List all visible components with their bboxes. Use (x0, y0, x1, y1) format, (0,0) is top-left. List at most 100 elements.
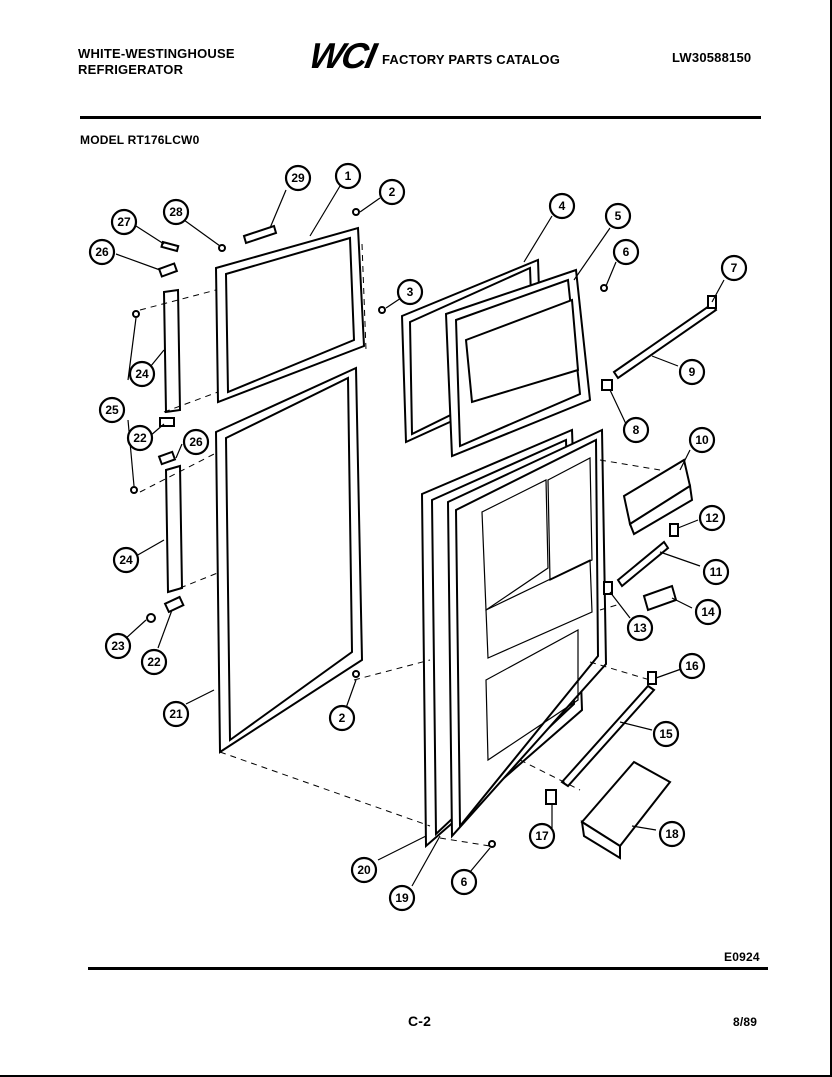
svg-text:19: 19 (395, 891, 409, 905)
callout-24b: 24 (112, 546, 140, 574)
svg-text:1: 1 (345, 169, 352, 183)
svg-text:23: 23 (111, 639, 125, 653)
callout-25: 25 (98, 396, 126, 424)
fresh-food-door-gasket (214, 366, 364, 754)
svg-text:27: 27 (117, 215, 131, 229)
page-number: C-2 (408, 1013, 432, 1029)
callout-23: 23 (104, 632, 132, 660)
svg-text:2: 2 (389, 185, 396, 199)
svg-text:13: 13 (633, 621, 647, 635)
callout-24: 24 (128, 360, 156, 388)
door-bin (580, 760, 672, 860)
figure-code: E0924 (724, 950, 760, 964)
shelf-rod-middle (616, 540, 670, 588)
callout-18: 18 (658, 820, 686, 848)
trim-strip-upper (162, 288, 182, 414)
svg-text:20: 20 (357, 863, 371, 877)
callout-2: 2 (378, 178, 406, 206)
freezer-door-gasket (214, 226, 366, 404)
fresh-food-door-liner (446, 428, 608, 839)
clip-12 (669, 523, 679, 537)
callout-15: 15 (652, 720, 680, 748)
svg-text:9: 9 (689, 365, 696, 379)
callout-8: 8 (622, 416, 650, 444)
shelf-rod-lower (560, 684, 656, 788)
dairy-cover (622, 458, 694, 536)
svg-text:21: 21 (169, 707, 183, 721)
callout-26b: 26 (182, 428, 210, 456)
model-label: MODEL RT176LCW0 (80, 133, 200, 147)
callout-6: 6 (612, 238, 640, 266)
svg-text:3: 3 (407, 285, 414, 299)
svg-text:26: 26 (189, 435, 203, 449)
svg-text:12: 12 (705, 511, 719, 525)
callout-1: 1 (334, 162, 362, 190)
svg-text:29: 29 (291, 171, 305, 185)
callout-2b: 2 (328, 704, 356, 732)
svg-text:22: 22 (147, 655, 161, 669)
brand-name: WHITE-WESTINGHOUSE (78, 46, 235, 61)
callout-10: 10 (688, 426, 716, 454)
small-hardware (130, 208, 608, 848)
callout-14: 14 (694, 598, 722, 626)
callout-28: 28 (162, 198, 190, 226)
svg-text:10: 10 (695, 433, 709, 447)
svg-text:6: 6 (461, 875, 468, 889)
shelf-retainer (642, 584, 678, 612)
svg-text:2: 2 (339, 711, 346, 725)
callout-22: 22 (126, 424, 154, 452)
svg-text:11: 11 (710, 565, 723, 579)
footer-rule (88, 967, 768, 970)
svg-text:18: 18 (665, 827, 679, 841)
freezer-door-liner (444, 268, 592, 458)
callout-11: 11 (702, 558, 730, 586)
callout-6b: 6 (450, 868, 478, 896)
svg-text:16: 16 (685, 659, 699, 673)
callout-7: 7 (720, 254, 748, 282)
header-rule (80, 116, 761, 119)
svg-text:8: 8 (633, 423, 640, 437)
clip-16 (647, 671, 657, 685)
svg-text:28: 28 (169, 205, 183, 219)
callout-4: 4 (548, 192, 576, 220)
callout-16: 16 (678, 652, 706, 680)
catalog-code: LW30588150 (672, 50, 752, 65)
brand-block: WHITE-WESTINGHOUSE REFRIGERATOR (78, 46, 235, 78)
print-date: 8/89 (733, 1015, 758, 1029)
catalog-heading: WCI FACTORY PARTS CATALOG (306, 35, 561, 76)
callout-27: 27 (110, 208, 138, 236)
callout-17: 17 (528, 822, 556, 850)
svg-text:14: 14 (701, 605, 715, 619)
svg-text:4: 4 (559, 199, 566, 213)
svg-text:15: 15 (659, 727, 673, 741)
svg-text:17: 17 (535, 829, 549, 843)
clip-17 (545, 789, 557, 805)
product-type: REFRIGERATOR (78, 62, 184, 77)
clip-8 (601, 379, 613, 391)
callout-3: 3 (396, 278, 424, 306)
svg-text:26: 26 (95, 245, 109, 259)
callout-12: 12 (698, 504, 726, 532)
callout-19: 19 (388, 884, 416, 912)
catalog-title: FACTORY PARTS CATALOG (381, 51, 561, 67)
callout-13: 13 (626, 614, 654, 642)
svg-text:25: 25 (105, 403, 119, 417)
svg-text:6: 6 (623, 245, 630, 259)
trim-strip-lower (164, 464, 184, 594)
svg-text:24: 24 (135, 367, 149, 381)
callout-5: 5 (604, 202, 632, 230)
callout-9: 9 (678, 358, 706, 386)
callout-22b: 22 (140, 648, 168, 676)
svg-text:24: 24 (119, 553, 133, 567)
callout-29: 29 (284, 164, 312, 192)
svg-text:5: 5 (615, 209, 622, 223)
clip-13 (603, 581, 613, 595)
leader-lines (115, 185, 725, 887)
svg-text:22: 22 (133, 431, 147, 445)
callout-26: 26 (88, 238, 116, 266)
callout-21: 21 (162, 700, 190, 728)
svg-text:7: 7 (731, 261, 738, 275)
callout-20: 20 (350, 856, 378, 884)
